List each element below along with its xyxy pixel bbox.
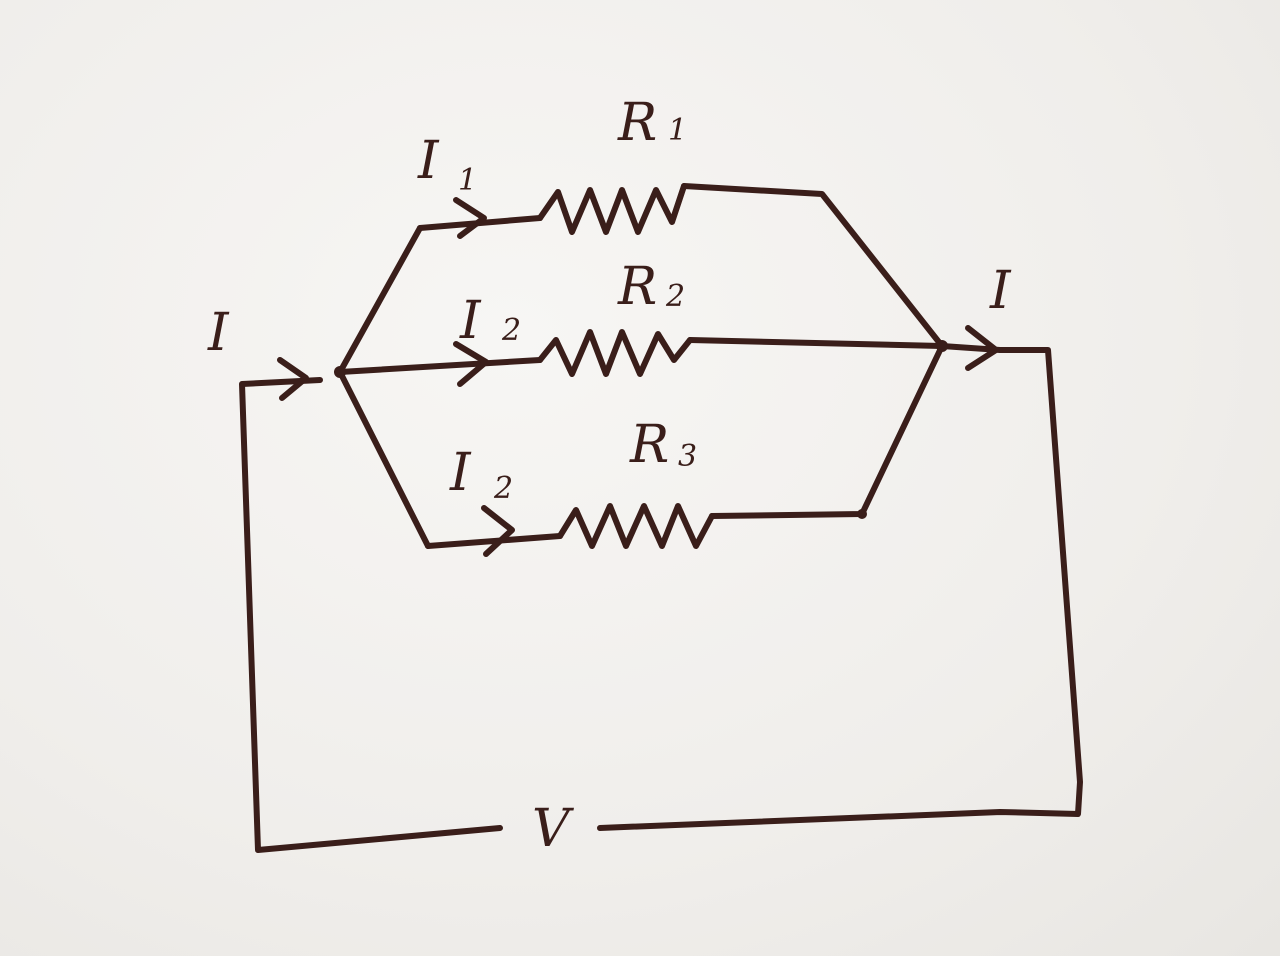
- left-junction-to-bottom-branch: [337, 369, 431, 549]
- middle-branch-left-wire: [337, 357, 543, 375]
- label-r3: R: [629, 415, 669, 475]
- left-junction-to-top-branch: [337, 225, 423, 375]
- resistor-r3: [557, 503, 715, 549]
- label-i-out: I: [989, 261, 1012, 321]
- resistor-r2: [537, 329, 693, 377]
- left-vertical-wire: [239, 377, 503, 853]
- top-branch-right-wire: [681, 183, 945, 349]
- right-junction-dot: [936, 340, 948, 352]
- bottom-branch-right-wire: [709, 343, 945, 519]
- label-r1: R: [617, 93, 657, 153]
- label-i3: I: [449, 443, 472, 503]
- bottom-right-wire: [597, 347, 1083, 831]
- label-r2-sub: 2: [665, 279, 685, 314]
- resistor-r1: [537, 183, 687, 235]
- label-r1-sub: 1: [668, 113, 687, 148]
- label-i3-sub: 2: [493, 471, 513, 506]
- middle-branch-right-wire: [687, 337, 1003, 353]
- label-r3-sub: 3: [678, 439, 697, 474]
- label-voltage: V: [532, 799, 574, 859]
- bottom-branch-corner-dot: [857, 509, 867, 519]
- left-junction-dot: [334, 366, 346, 378]
- arrow-i-in-icon: [277, 357, 309, 401]
- label-i1: I: [417, 131, 440, 191]
- arrow-i-out-icon: [965, 325, 999, 371]
- label-r2: R: [617, 257, 657, 317]
- arrow-i1-icon: [453, 197, 487, 239]
- bottom-branch-left-wire: [425, 533, 563, 549]
- arrow-i2-icon: [453, 341, 489, 387]
- label-i1-sub: 1: [458, 163, 477, 198]
- label-i2: I: [459, 291, 482, 351]
- label-i2-sub: 2: [501, 313, 521, 348]
- arrow-i3-icon: [481, 505, 515, 557]
- label-i-in: I: [207, 303, 230, 363]
